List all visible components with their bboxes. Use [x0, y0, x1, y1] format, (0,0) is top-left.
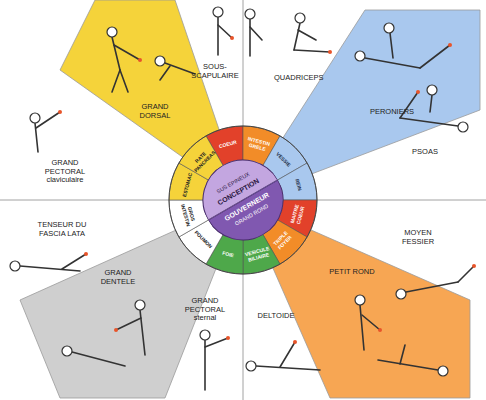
muscle-label: GRAND DENTELE [93, 269, 143, 286]
muscle-label: PSOAS [405, 148, 445, 157]
muscle-label: MOYEN FESSIER [395, 229, 441, 246]
muscle-label: GRAND DORSAL [126, 103, 184, 120]
muscle-label: DELTOIDE [256, 312, 296, 321]
muscle-label: QUADRICEPS [274, 74, 322, 83]
muscle-label: TENSEUR DU FASCIA LATA [32, 221, 92, 238]
muscle-label: PETIT ROND [328, 268, 376, 277]
muscle-label: PERONIERS [367, 108, 417, 117]
muscle-label: SOUS-SCAPULAIRE [190, 63, 240, 80]
muscle-label: GRAND PECTORAL claviculaire [34, 159, 96, 185]
muscle-label: GRAND PECTORAL sternal [179, 297, 231, 323]
half-circle-outline [208, 180, 297, 255]
